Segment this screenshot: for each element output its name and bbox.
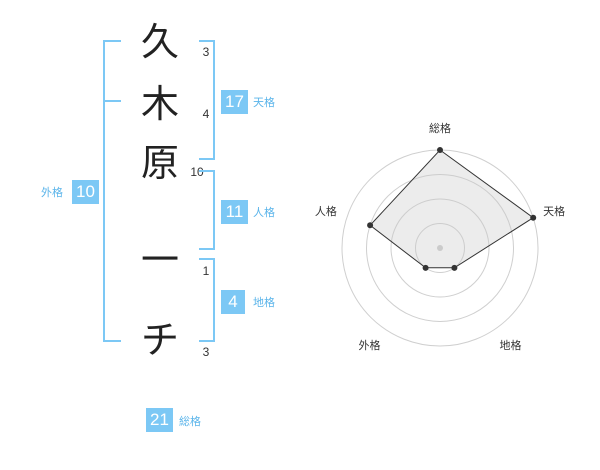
radar-grid-ring bbox=[390, 198, 490, 298]
radar-axis-label-3: 地格 bbox=[500, 338, 522, 352]
name-char-4: 一 bbox=[140, 238, 179, 282]
name-char-2: 木 bbox=[140, 82, 179, 126]
radar-axis-label-5: 人格 bbox=[315, 204, 337, 218]
soukaku-value-box: 21 bbox=[146, 408, 173, 432]
gaikaku-label: 外格 bbox=[41, 186, 63, 199]
radar-grid-ring bbox=[415, 223, 465, 273]
stroke-count-5: 3 bbox=[202, 345, 210, 359]
tenkaku-label: 天格 bbox=[253, 96, 275, 109]
name-char-3: 原 bbox=[140, 141, 179, 185]
name-char-1: 久 bbox=[140, 20, 179, 64]
radar-axis-label-2: 天格 bbox=[543, 204, 565, 218]
radar-area bbox=[369, 149, 535, 269]
stroke-count-3: 10 bbox=[190, 165, 204, 179]
radar-center-dot bbox=[437, 245, 443, 251]
gaikaku-value-box: 10 bbox=[72, 180, 99, 204]
radar-point-5 bbox=[367, 222, 374, 229]
chikaku-label: 地格 bbox=[253, 296, 275, 309]
jinkaku-value-box: 11 bbox=[221, 200, 248, 224]
radar-axis-label-4: 外格 bbox=[359, 338, 381, 352]
jinkaku-label: 人格 bbox=[253, 206, 275, 219]
stroke-count-4: 1 bbox=[202, 264, 210, 278]
tenkaku-value-box: 17 bbox=[221, 90, 248, 114]
name-char-5: チ bbox=[140, 318, 179, 362]
radar-point-3 bbox=[451, 264, 458, 271]
radar-grid-ring bbox=[366, 174, 514, 322]
chikaku-value-box: 4 bbox=[221, 290, 245, 314]
soukaku-label: 総格 bbox=[179, 415, 201, 428]
stroke-count-2: 4 bbox=[202, 107, 210, 121]
radar-point-1 bbox=[437, 147, 443, 153]
radar-point-4 bbox=[422, 264, 429, 271]
stroke-count-1: 3 bbox=[202, 45, 210, 59]
radar-axis-label-1: 総格 bbox=[429, 121, 451, 135]
radar-point-2 bbox=[530, 214, 537, 221]
